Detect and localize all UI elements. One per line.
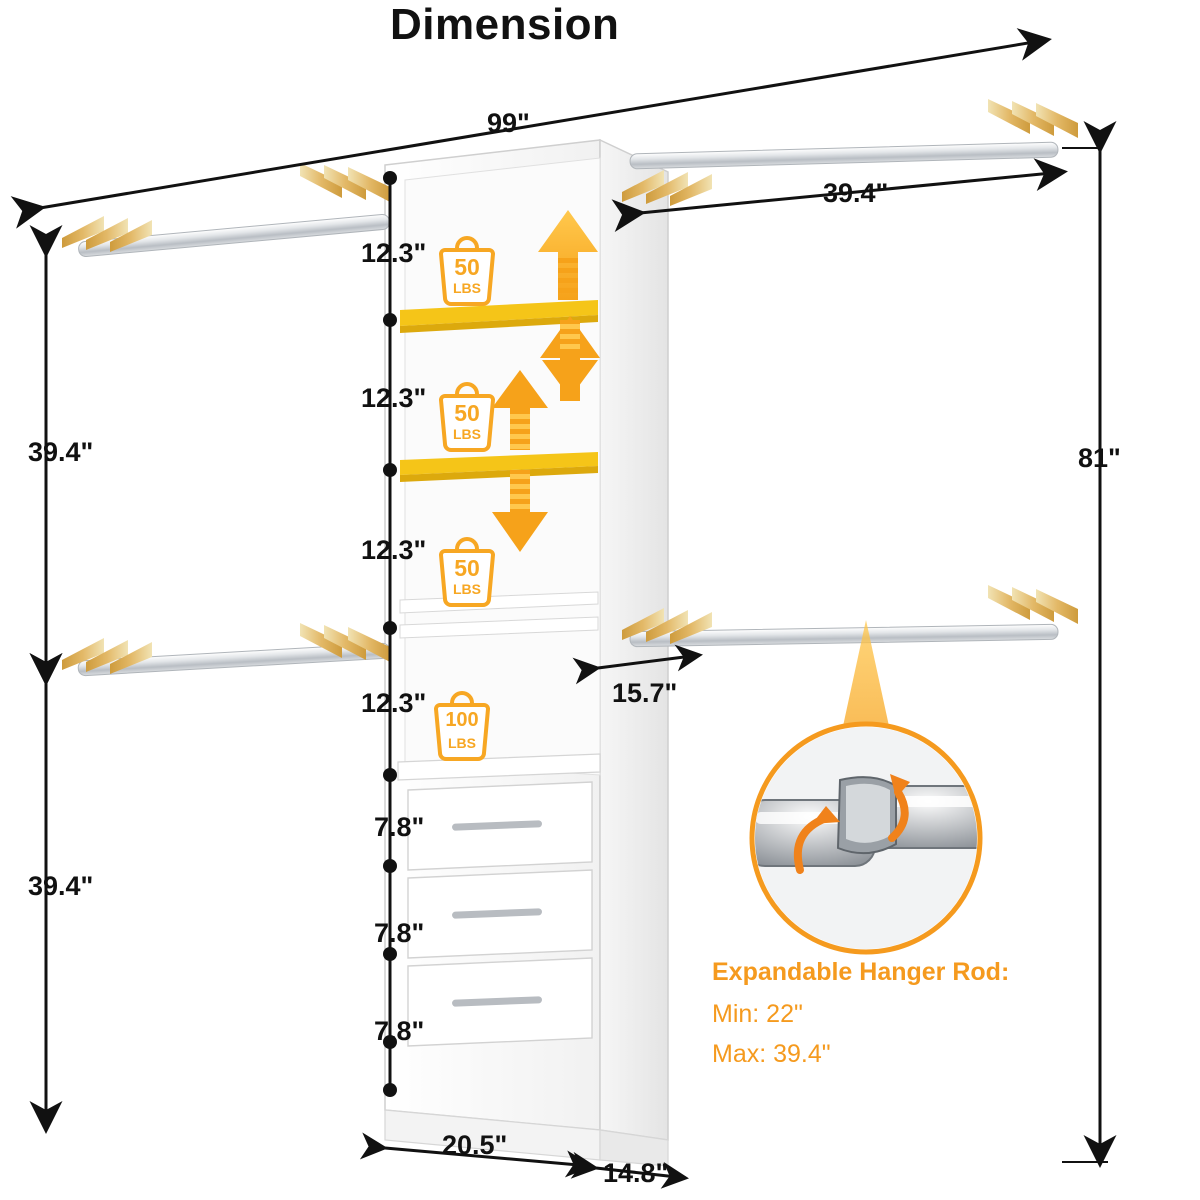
weight-badge: 50 LBS bbox=[435, 232, 499, 306]
dim-drawer-3: 7.8" bbox=[374, 1016, 425, 1046]
badge-unit: LBS bbox=[453, 426, 481, 442]
feature-heading: Expandable Hanger Rod: bbox=[712, 958, 1010, 986]
dim-base-depth: 14.8" bbox=[603, 1158, 669, 1188]
dim-shelf-gap-1: 12.3" bbox=[361, 238, 427, 268]
dim-shelf-gap-3: 12.3" bbox=[361, 535, 427, 565]
badge-unit: LBS bbox=[453, 581, 481, 597]
dim-shelf-gap-2: 12.3" bbox=[361, 383, 427, 413]
dim-right-rod: 39.4" bbox=[823, 178, 889, 208]
feature-min: Min: 22" bbox=[712, 1000, 803, 1028]
dim-side-depth: 15.7" bbox=[612, 678, 678, 708]
weight-badge: 50 LBS bbox=[435, 533, 499, 607]
dim-top-width: 99" bbox=[487, 108, 530, 138]
dim-left-lower: 39.4" bbox=[28, 871, 94, 901]
dim-base-width: 20.5" bbox=[442, 1130, 508, 1160]
dim-shelf-gap-4: 12.3" bbox=[361, 688, 427, 718]
dim-drawer-1: 7.8" bbox=[374, 812, 425, 842]
dim-total-height: 81" bbox=[1078, 443, 1121, 473]
feature-max: Max: 39.4" bbox=[712, 1040, 831, 1068]
weight-badge: 100 LBS bbox=[430, 687, 494, 761]
dim-drawer-2: 7.8" bbox=[374, 918, 425, 948]
badge-unit: LBS bbox=[448, 735, 476, 751]
badge-value: 100 bbox=[445, 709, 479, 731]
badge-value: 50 bbox=[454, 555, 480, 581]
badge-value: 50 bbox=[454, 400, 480, 426]
weight-badge: 50 LBS bbox=[435, 378, 499, 452]
badge-unit: LBS bbox=[453, 280, 481, 296]
badge-value: 50 bbox=[454, 254, 480, 280]
dim-left-upper: 39.4" bbox=[28, 437, 94, 467]
